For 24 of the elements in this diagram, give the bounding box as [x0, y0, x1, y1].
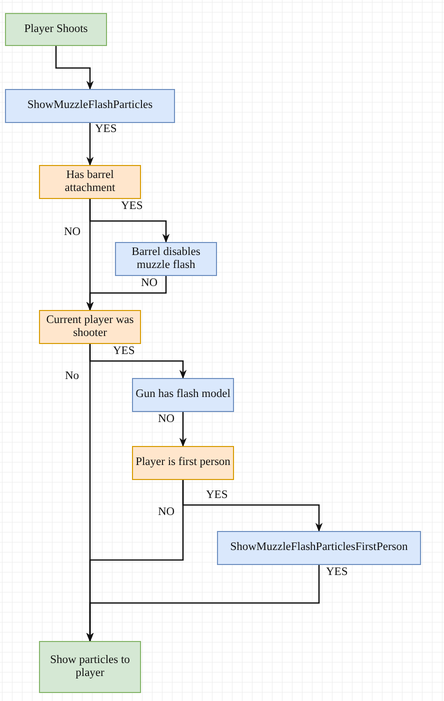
process-box: Current player was shooter [39, 310, 141, 344]
process-box: Gun has flash model [132, 378, 234, 412]
edge-label: YES [206, 490, 228, 502]
edge-label: YES [121, 201, 143, 212]
arrow [179, 412, 187, 447]
edge-label: NO [64, 227, 81, 238]
edge-label: NO [158, 507, 175, 518]
process-box: Player is first person [132, 446, 234, 480]
process-box: Player Shoots [5, 13, 107, 46]
edge-label: YES [113, 346, 135, 358]
edge-label: YES [326, 567, 348, 578]
process-box: Has barrel attachment [39, 165, 141, 199]
arrow [86, 565, 320, 642]
edge-label: NO [141, 278, 158, 290]
arrow [86, 276, 167, 311]
arrow [55, 46, 94, 90]
arrow [86, 123, 94, 166]
edge-label: NO [158, 414, 175, 426]
edge-label: YES [95, 124, 117, 136]
edge-label: No [65, 371, 80, 382]
process-box: Show particles to player [39, 641, 141, 693]
process-box: ShowMuzzleFlashParticlesFirstPerson [217, 531, 421, 565]
process-box: Barrel disables muzzle flash [115, 242, 217, 276]
process-box: ShowMuzzleFlashParticles [5, 89, 175, 123]
